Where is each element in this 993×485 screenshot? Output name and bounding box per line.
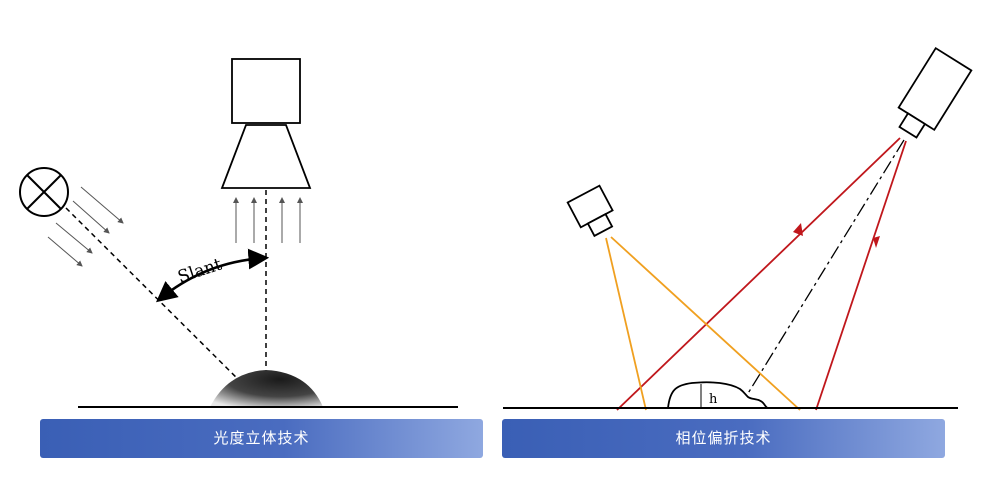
red-ray-arrow <box>873 236 880 248</box>
slant-label: Slant <box>175 255 224 288</box>
photometric-stereo-panel: Slant <box>19 58 458 408</box>
red-rays <box>616 137 907 411</box>
light-direction-arrows <box>47 186 124 267</box>
camera-icon <box>220 58 312 189</box>
camera-axis-line <box>746 139 905 396</box>
camera-icon <box>897 46 973 139</box>
slant-arc <box>155 248 270 303</box>
photometric-stereo-caption: 光度立体技术 <box>40 419 483 458</box>
incoming-light-arrows <box>233 197 303 243</box>
phase-deflectometry-panel: h <box>503 46 973 411</box>
dome-object <box>210 370 323 407</box>
red-ray-arrow <box>793 223 803 236</box>
camera-icon <box>566 184 614 238</box>
phase-deflectometry-caption: 相位偏折技术 <box>502 419 945 458</box>
height-label: h <box>709 392 718 407</box>
surface-object <box>667 381 769 409</box>
lamp-cross-icon <box>19 167 69 217</box>
light-ray-line <box>65 207 267 408</box>
orange-rays <box>605 236 801 411</box>
